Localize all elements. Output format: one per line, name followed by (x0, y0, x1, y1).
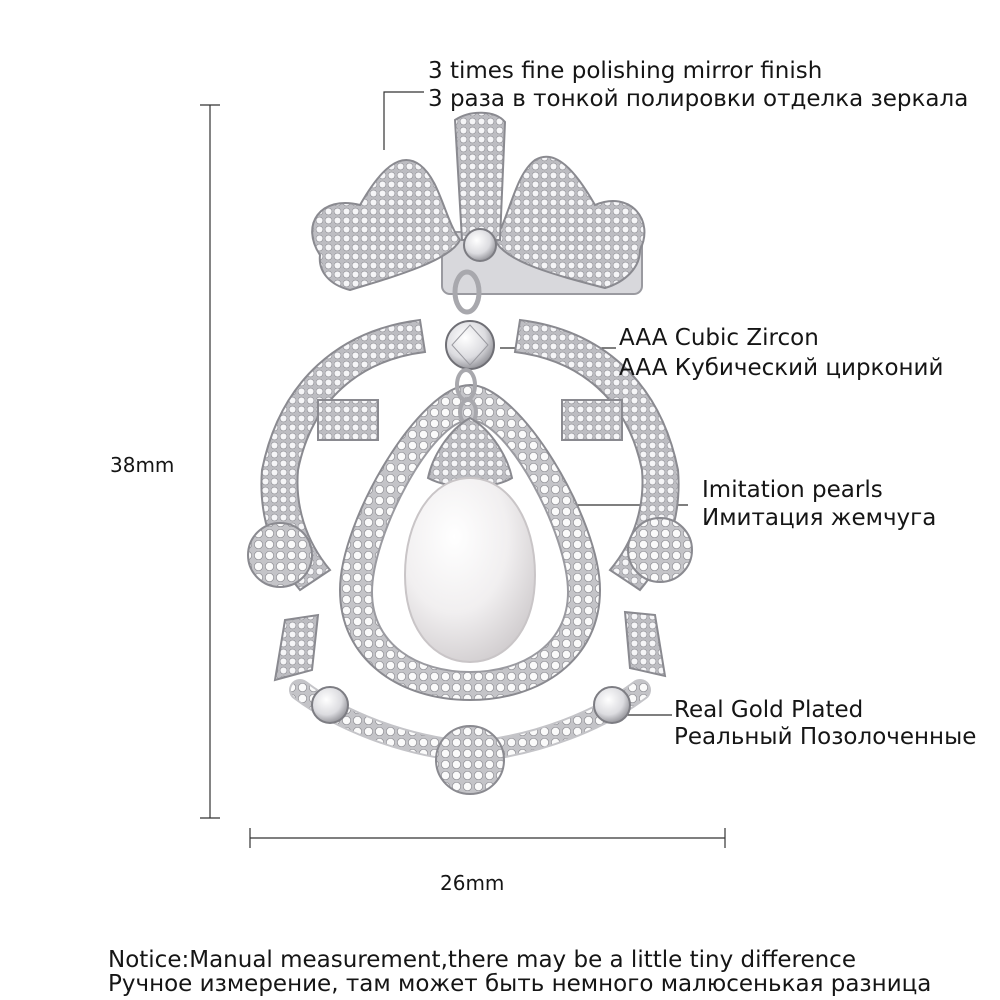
outer-frame (260, 318, 680, 592)
callout-polish-en: 3 times fine polishing mirror finish (428, 58, 823, 84)
callout-pearl-en: Imitation pearls (702, 477, 883, 503)
side-flower-clusters (247, 517, 693, 682)
callout-plating-en: Real Gold Plated (674, 697, 864, 723)
zircon-stone (445, 320, 495, 370)
callout-pearl-ru: Имитация жемчуга (702, 505, 937, 531)
callout-polish-ru: 3 раза в тонкой полировки отделка зеркал… (428, 86, 969, 112)
link-loop (452, 269, 482, 315)
notice-ru: Ручное измерение, там может быть немного… (108, 971, 932, 997)
bottom-garland (289, 679, 651, 795)
callout-plating-ru: Реальный Позолоченные (674, 724, 977, 750)
width-label: 26mm (440, 871, 505, 895)
bow-top (311, 111, 646, 295)
width-dimension-line (249, 828, 726, 848)
height-label: 38mm (110, 453, 175, 477)
height-dimension-line (200, 104, 220, 819)
pearl (403, 476, 537, 664)
notice-en: Notice:Manual measurement,there may be a… (108, 947, 856, 973)
callout-zircon-en: AAA Cubic Zircon (619, 325, 819, 351)
callout-zircon-ru: AAA Кубический цирконий (619, 355, 944, 381)
